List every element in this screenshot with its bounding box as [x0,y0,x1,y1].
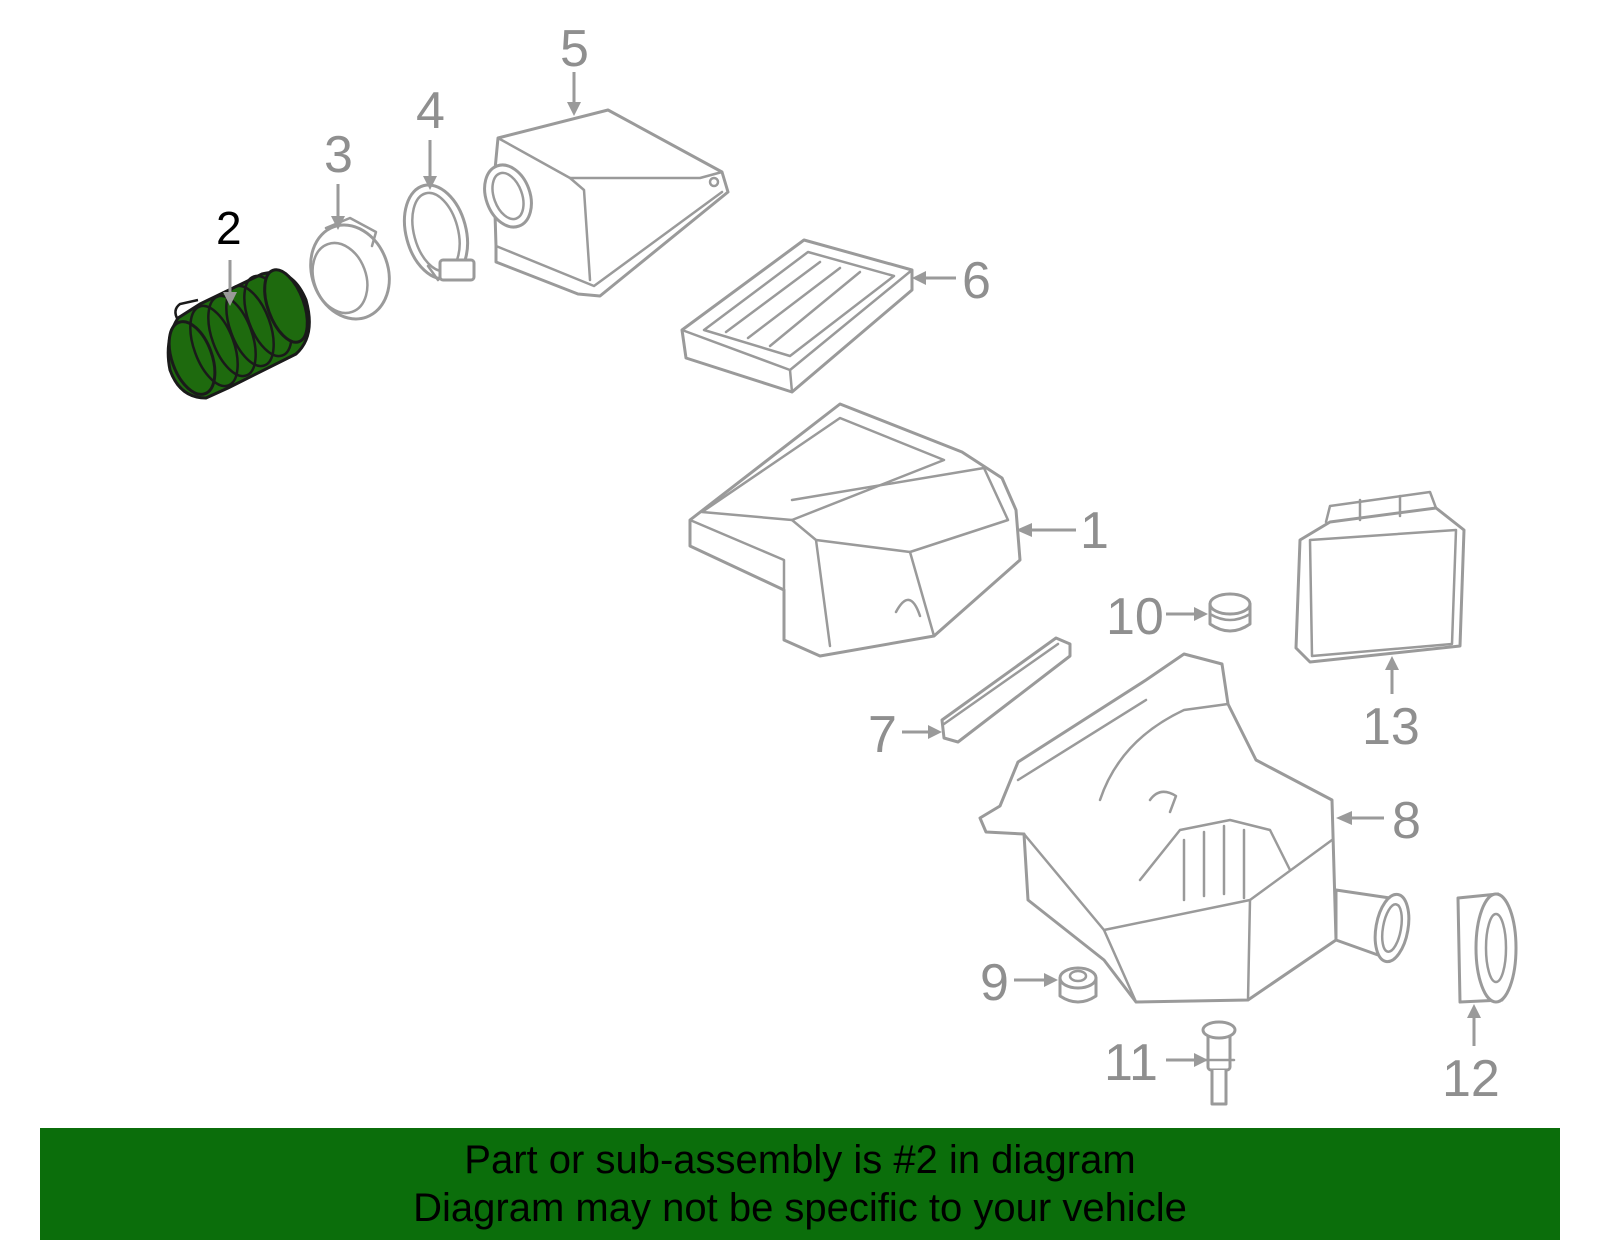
callout-7: 7 [868,706,897,764]
callout-5: 5 [560,20,589,78]
callout-3: 3 [324,126,353,184]
callout-12: 12 [1442,1050,1500,1108]
banner-line-1: Part or sub-assembly is #2 in diagram [464,1138,1136,1182]
callout-1: 1 [1080,502,1109,560]
part-9-mount[interactable] [1058,966,1098,1004]
callout-8: 8 [1392,792,1421,850]
part-5-upper-housing[interactable] [476,108,730,298]
callout-11: 11 [1104,1034,1158,1092]
callout-9: 9 [980,954,1009,1012]
part-7-seal-strip[interactable] [940,636,1072,744]
part-4-clamp[interactable] [395,178,478,286]
notice-banner: Part or sub-assembly is #2 in diagram Di… [40,1128,1560,1240]
callout-2: 2 [216,202,242,254]
part-11-bolt[interactable] [1201,1020,1237,1106]
callout-6: 6 [962,252,991,310]
callout-arrows [223,72,1481,1067]
callout-4: 4 [416,82,445,140]
part-13-module[interactable] [1294,490,1466,664]
part-3-air-flow-sensor[interactable] [298,214,402,330]
part-8-lower-housing[interactable] [978,652,1414,1004]
part-2-intake-hose[interactable] [160,264,316,400]
callout-10: 10 [1106,588,1164,646]
part-1-housing-middle[interactable] [688,402,1022,658]
part-6-air-filter[interactable] [680,238,914,394]
part-12-ring[interactable] [1456,892,1518,1004]
banner-line-2: Diagram may not be specific to your vehi… [413,1186,1187,1230]
part-10-grommet[interactable] [1208,592,1252,633]
callout-13: 13 [1362,698,1420,756]
